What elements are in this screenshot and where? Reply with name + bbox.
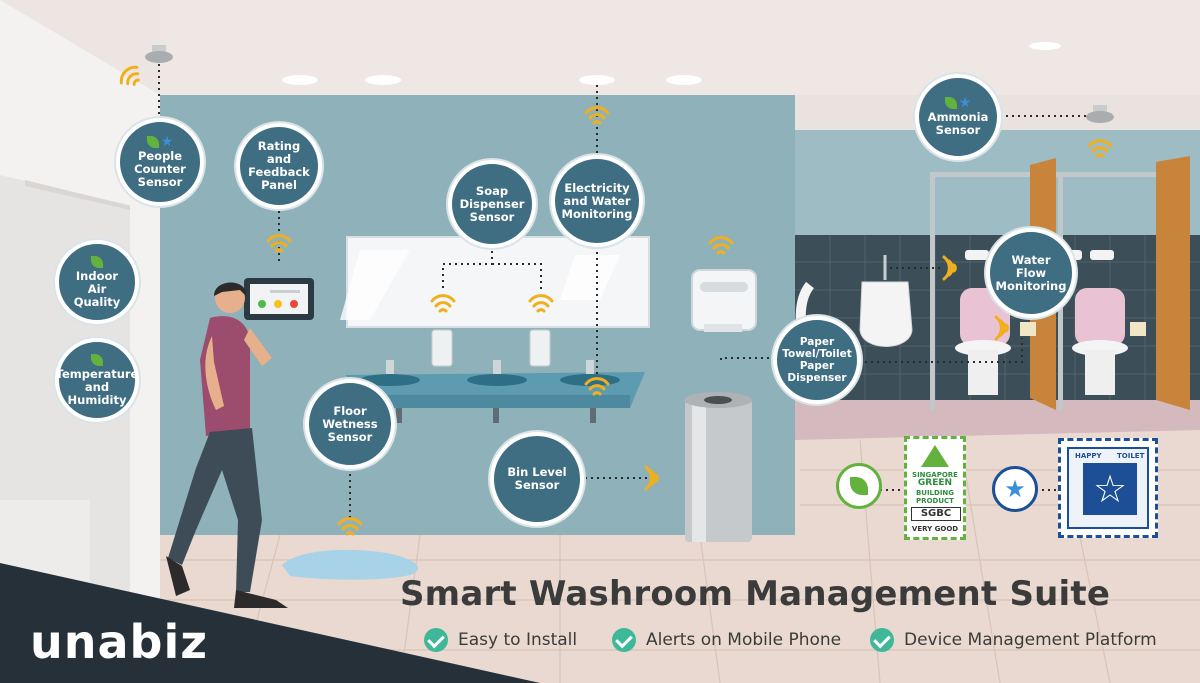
soap-label-1: Soap [475,183,509,198]
temperature-label-2: and [84,379,110,394]
sgbc-text-4: PRODUCT [916,497,954,505]
sgbc-logo-icon [921,445,949,467]
sgbc-text-2: GREEN [917,478,953,488]
feature-item: Alerts on Mobile Phone [612,628,841,652]
bin-level-bubble: Bin Level Sensor [490,432,584,526]
people-counter-label-1: People [137,148,183,163]
indoor-air-bubble: Indoor Air Quality [55,240,139,324]
floor-wetness-bubble: Floor Wetness Sensor [305,379,395,469]
happy-toilet-card: HAPPY TOILET ☆ [1067,447,1149,529]
floor-wetness-label-2: Wetness [322,416,378,431]
temperature-bubble: Temperature and Humidity [55,338,139,422]
happy-toilet-text-1: HAPPY [1075,452,1102,460]
paper-towel-bubble: Paper Towel/Toilet Paper Dispenser [773,316,861,404]
soap-label-3: Sensor [469,209,515,224]
temperature-label-1: Temperature [55,366,139,381]
soap-label-2: Dispenser [459,196,525,211]
leaf-icon [146,135,159,148]
check-icon [424,628,448,652]
page-title: Smart Washroom Management Suite [400,574,1111,614]
electricity-label-3: Monitoring [561,206,633,221]
rating-panel-bubble: Rating and Feedback Panel [236,123,322,209]
ammonia-label-1: Ammonia [927,110,989,124]
indoor-air-label-1: Indoor [75,268,119,283]
feature-item: Easy to Install [424,628,577,652]
feature-item: Device Management Platform [870,628,1157,652]
paper-label-2: Towel/Toilet [782,348,852,360]
water-flow-label-2: Monitoring [995,278,1067,293]
happy-toilet-certificate: HAPPY TOILET ☆ [1058,438,1158,538]
star-icon: ★ [958,95,972,111]
floor-wetness-label-3: Sensor [327,429,373,444]
happy-toilet-star-icon: ☆ [1083,463,1137,515]
unabiz-logo: unabiz [30,615,209,669]
leaf-icon [944,97,957,109]
feature-label: Easy to Install [458,630,578,650]
blue-star-badge: ★ [992,466,1038,512]
happy-toilet-text-2: TOILET [1117,452,1145,460]
paper-label-4: Dispenser [787,372,847,384]
sgbc-certificate: SINGAPORE GREEN BUILDING PRODUCT SGBC VE… [904,436,966,540]
people-counter-bubble: ★ People Counter Sensor [116,118,204,206]
rating-label-4: Panel [261,178,297,192]
sgbc-text-3: BUILDING [915,489,955,497]
paper-label-3: Paper [799,360,835,372]
ammonia-bubble: ★ Ammonia Sensor [915,74,1001,160]
rating-label-2: and [266,152,292,166]
electricity-label-1: Electricity [564,180,630,195]
feature-label: Device Management Platform [904,630,1157,650]
sgbc-text-1: SINGAPORE [912,471,958,479]
feature-label: Alerts on Mobile Phone [646,630,842,650]
sgbc-text-6: VERY GOOD [911,525,959,533]
bin-level-label-1: Bin Level [507,465,567,479]
water-flow-label-1: Water Flow [1011,252,1051,280]
rating-label-1: Rating [257,139,301,153]
electricity-water-bubble: Electricity and Water Monitoring [551,155,643,247]
soap-dispenser-bubble: Soap Dispenser Sensor [448,160,536,248]
people-counter-label-2: Counter [134,161,186,176]
star-icon: ★ [1004,475,1026,503]
water-flow-bubble: Water Flow Monitoring [986,228,1076,318]
electricity-label-2: and Water [563,193,631,208]
floor-wetness-label-1: Floor [333,403,367,418]
bin-level-label-2: Sensor [514,478,560,492]
sgbc-text-5: SGBC [911,507,961,521]
paper-label-1: Paper [799,336,835,348]
temperature-label-3: Humidity [67,392,127,407]
check-icon [870,628,894,652]
check-icon [612,628,636,652]
star-icon: ★ [160,133,174,150]
leaf-icon [850,477,868,495]
people-counter-label-3: Sensor [137,174,183,189]
indoor-air-label-2: Air Quality [73,281,121,309]
ammonia-label-2: Sensor [935,123,981,137]
leaf-icon [91,353,103,366]
rating-label-3: Feedback [248,165,310,179]
green-leaf-badge [836,463,882,509]
leaf-icon [91,255,103,268]
